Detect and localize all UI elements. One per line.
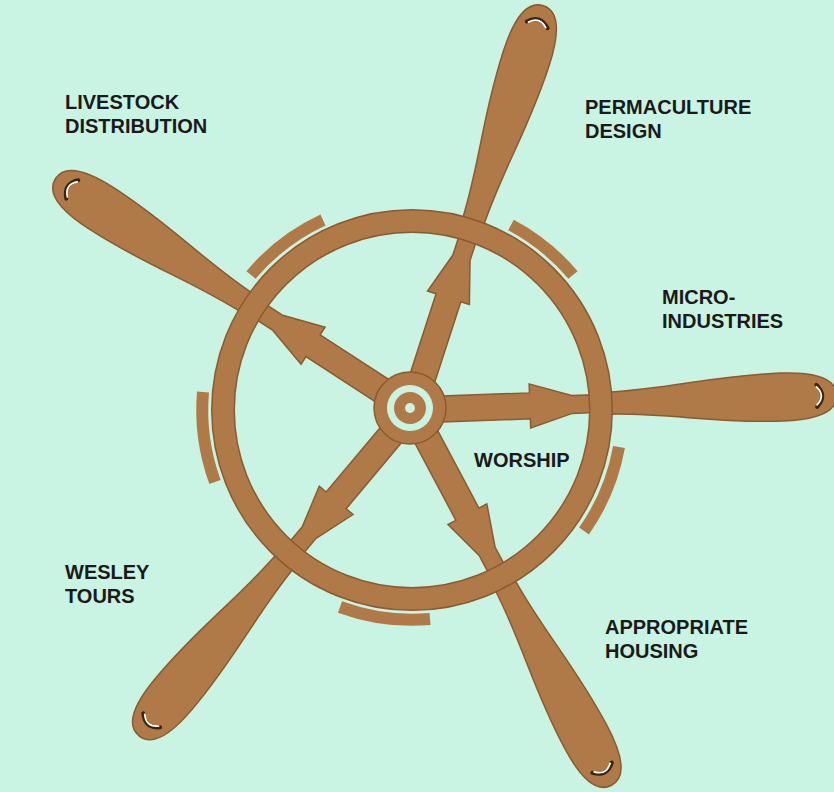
spoke-label: WORSHIP — [474, 448, 570, 472]
rim-arcs — [202, 220, 619, 620]
spoke-label: APPROPRIATE HOUSING — [605, 615, 748, 663]
spoke-label: WESLEY TOURS — [65, 560, 149, 608]
spokes — [42, 0, 834, 792]
wheel-rim — [223, 221, 601, 599]
wheel-rim-edge — [223, 221, 601, 599]
spoke-label: PERMACULTURE DESIGN — [585, 95, 751, 143]
spoke-label: MICRO- INDUSTRIES — [662, 285, 783, 333]
spoke-label: LIVESTOCK DISTRIBUTION — [65, 90, 207, 138]
wheel-hub — [374, 372, 446, 444]
